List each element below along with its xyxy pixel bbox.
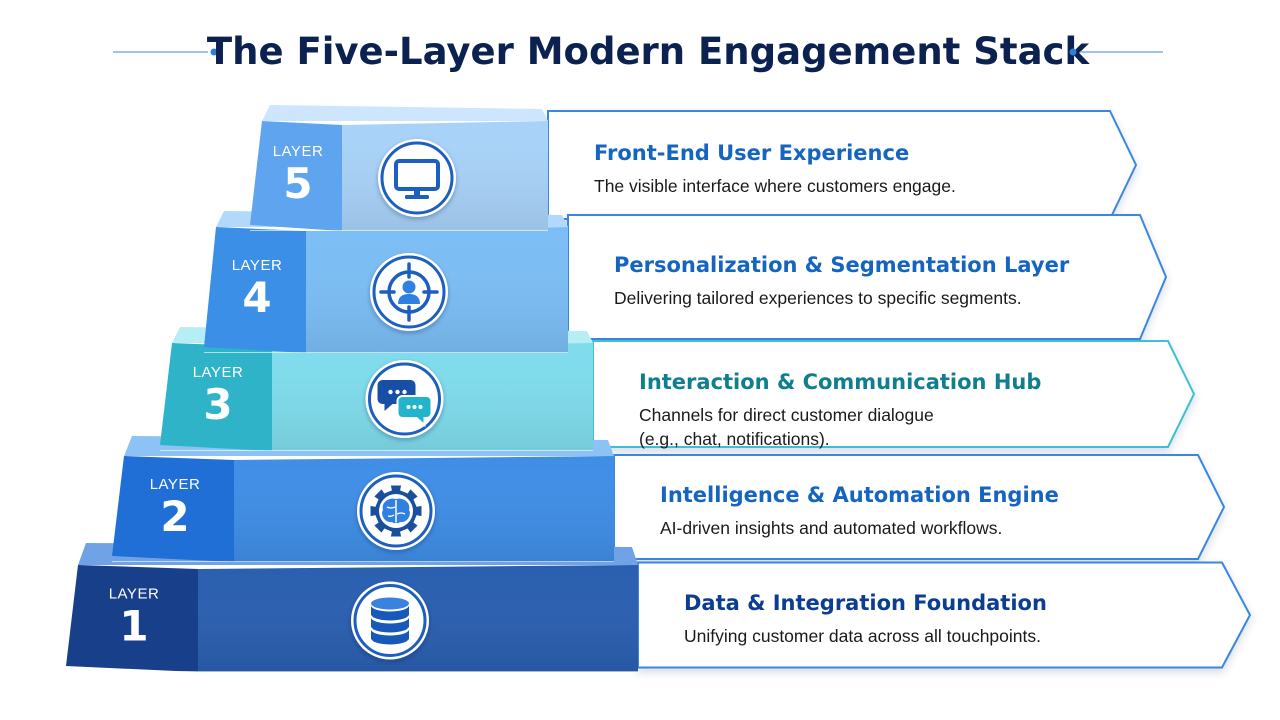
layer-2: Intelligence & Automation EngineAI-drive… (613, 454, 1226, 560)
layer-description: Delivering tailored experiences to speci… (614, 288, 1022, 308)
layer-card-shape (613, 454, 1226, 560)
layer-3: Interaction & Communication HubChannels … (592, 340, 1196, 449)
layer-4: Personalization & Segmentation LayerDeli… (567, 214, 1168, 340)
block-label-face (160, 343, 272, 451)
database-icon (370, 597, 410, 647)
layer-card-1 (637, 561, 1252, 669)
monitor-icon (394, 159, 440, 199)
layer-number: 4 (242, 273, 271, 322)
layer-number: 3 (203, 380, 232, 429)
title-dot-right (1069, 48, 1077, 56)
title-group: The Five-Layer Modern Engagement Stack (113, 30, 1163, 73)
layer-description: AI-driven insights and automated workflo… (660, 518, 1002, 538)
layer-description: The visible interface where customers en… (594, 176, 956, 196)
layer-label: LAYER (273, 143, 324, 160)
block-label-face (250, 121, 342, 231)
layer-icon-badge (378, 139, 456, 217)
layer-title: Data & Integration Foundation (684, 591, 1047, 615)
brain-gear-icon (370, 485, 422, 537)
block-label-face (66, 565, 198, 672)
layer-description: Unifying customer data across all touchp… (684, 626, 1041, 646)
title-dot-left (210, 48, 218, 56)
layer-card-5 (547, 110, 1138, 220)
layer-description: (e.g., chat, notifications). (639, 429, 830, 449)
layer-title: Personalization & Segmentation Layer (614, 253, 1070, 277)
layer-card-shape (547, 110, 1138, 220)
layer-description: Channels for direct customer dialogue (639, 405, 934, 425)
layer-number: 5 (283, 159, 312, 208)
layer-number: 1 (119, 602, 148, 651)
layer-label: LAYER (232, 257, 283, 274)
layer-label: LAYER (193, 364, 244, 381)
layer-card-2 (613, 454, 1226, 560)
layer-card-shape (567, 214, 1168, 340)
block-top-face (262, 105, 548, 121)
block-label-face (204, 227, 306, 353)
layer-title: Interaction & Communication Hub (639, 370, 1041, 394)
block-label-face (112, 456, 234, 562)
user-target-icon (379, 262, 439, 322)
page-title: The Five-Layer Modern Engagement Stack (207, 30, 1091, 73)
layer-label: LAYER (150, 476, 201, 493)
chat-bubbles-icon (377, 380, 433, 428)
layer-title: Front-End User Experience (594, 141, 909, 165)
layer-number: 2 (160, 492, 189, 541)
layer-label: LAYER (109, 586, 160, 603)
layer-card-shape (637, 561, 1252, 669)
layer-card-4 (567, 214, 1168, 340)
layer-title: Intelligence & Automation Engine (660, 483, 1059, 507)
